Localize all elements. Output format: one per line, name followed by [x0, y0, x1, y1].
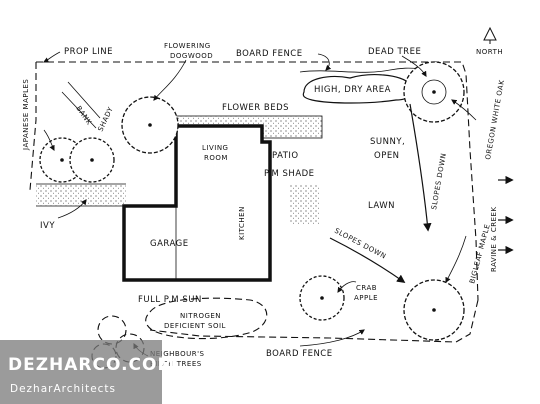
crab-apple-tree — [299, 275, 345, 321]
oregon-white-oak-label: OREGON WHITE OAK — [484, 79, 506, 160]
high-dry-area-label: HIGH, DRY AREA — [314, 85, 391, 95]
patio-label: PATIO — [272, 151, 299, 161]
ivy-area — [36, 184, 126, 206]
sunny-label-2: OPEN — [374, 151, 400, 161]
living-room-label-2: ROOM — [204, 154, 228, 162]
nitrogen-soil-cloud — [145, 297, 268, 340]
slopes-down-vertical-label: SLOPES DOWN — [430, 152, 448, 210]
dead-tree-label: DEAD TREE — [368, 47, 421, 57]
slopes-down-diagonal-arrow — [329, 237, 406, 283]
oregon-white-oak-tree — [403, 61, 465, 123]
bigleaf-maple-tree — [403, 279, 465, 341]
bigleaf-maple-label: BIGLEAF MAPLE — [468, 223, 492, 285]
dogwood-label-2: DOGWOOD — [170, 52, 213, 60]
board-fence-bottom-label: BOARD FENCE — [266, 349, 333, 359]
flower-beds-label: FLOWER BEDS — [222, 103, 289, 113]
crab-apple-leader — [337, 281, 357, 293]
prop-line-leader — [42, 51, 61, 63]
crab-apple-label-2: APPLE — [354, 294, 378, 302]
nitrogen-label-2: DEFICIENT SOIL — [164, 322, 226, 330]
north-label: NORTH — [476, 48, 503, 56]
prop-line-label: PROP LINE — [64, 47, 113, 57]
watermark-brand: DEZHARCO.COM — [8, 355, 175, 375]
bank-label: BANK — [74, 105, 93, 127]
lawn-label: LAWN — [368, 201, 395, 211]
slopes-down-vertical-arrow — [409, 103, 432, 232]
full-pm-sun-label: FULL P.M SUN — [138, 295, 202, 305]
watermark: DEZHARCO.COM DezharArchitects — [0, 340, 175, 404]
maples-leader — [43, 129, 55, 152]
north-arrow — [483, 26, 497, 44]
garage-label: GARAGE — [150, 239, 189, 249]
fence-bottom-leader — [299, 329, 365, 347]
birch-label-2: BIRCH TREES — [150, 360, 202, 368]
nitrogen-label-1: NITROGEN — [180, 312, 221, 320]
ivy-leader — [57, 199, 87, 219]
dogwood-label-1: FLOWERING — [164, 42, 211, 50]
patio-stipple — [290, 184, 320, 224]
japanese-maples-label: JAPANESE MAPLES — [22, 79, 30, 151]
sunny-label-1: SUNNY, — [370, 137, 405, 147]
dogwood-leader — [153, 59, 187, 101]
ravine-creek-label: RAVINE & CREEK — [490, 206, 498, 272]
living-room-label-1: LIVING — [202, 144, 228, 152]
crab-apple-label-1: CRAB — [356, 284, 377, 292]
ivy-label: IVY — [40, 221, 55, 231]
bigleaf-leader — [445, 235, 467, 284]
board-fence-top-label: BOARD FENCE — [236, 49, 303, 59]
pm-shade-label: P.M SHADE — [264, 169, 315, 179]
bank-hatch — [61, 81, 101, 129]
birch-label-1: NEIGHBOUR'S — [150, 350, 205, 358]
flowering-dogwood-tree — [121, 96, 179, 154]
board-fence-top — [299, 67, 431, 73]
oak-leader — [451, 99, 477, 121]
watermark-name: DezharArchitects — [10, 383, 116, 395]
fence-top-leader — [317, 53, 332, 71]
japanese-maples-trees — [39, 137, 115, 183]
shady-label: SHADY — [97, 105, 115, 132]
kitchen-label: KITCHEN — [238, 206, 246, 240]
dead-tree-leader — [401, 55, 427, 77]
